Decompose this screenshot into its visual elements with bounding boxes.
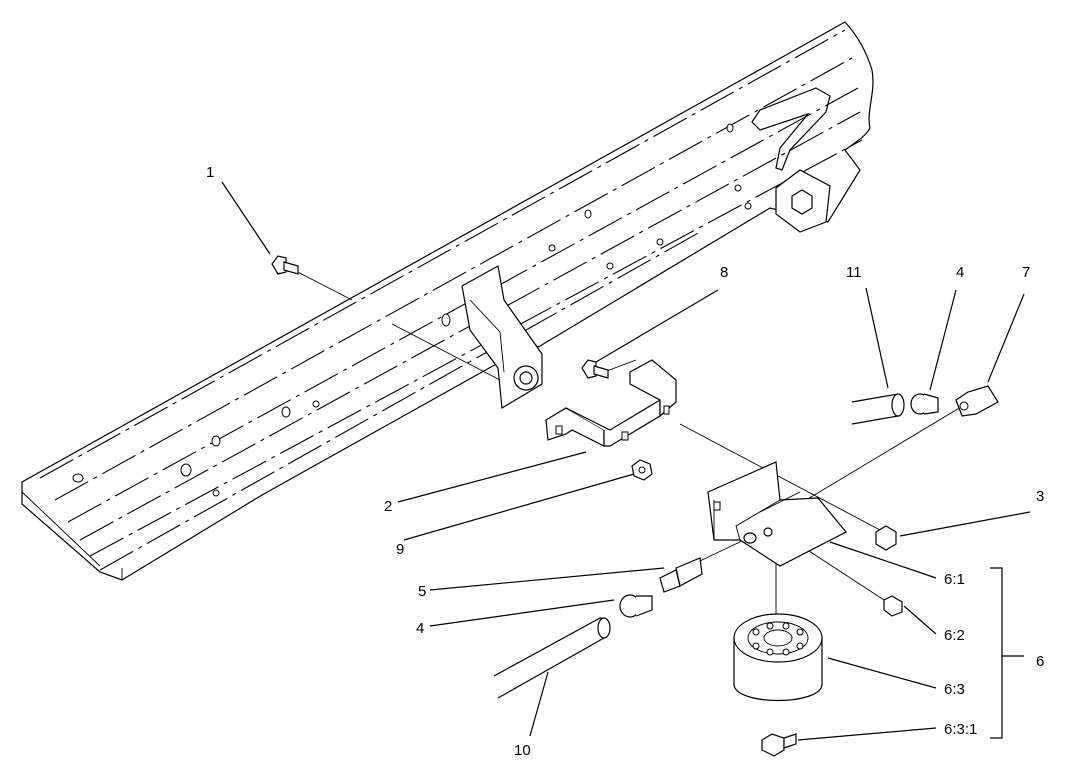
adapter-part-5 bbox=[659, 557, 703, 593]
assembly-lines bbox=[289, 267, 967, 618]
u-bracket-part-2 bbox=[545, 359, 677, 447]
hose-part-10 bbox=[493, 617, 611, 699]
callout-4-upper: 4 bbox=[956, 264, 964, 281]
callout-3: 3 bbox=[1036, 488, 1044, 505]
callout-labels: 1 2 3 4 4 5 6 6:1 6:2 6:3 6:3:1 7 8 9 10… bbox=[206, 164, 1044, 759]
callout-7: 7 bbox=[1022, 264, 1030, 281]
bolt-part-8 bbox=[581, 359, 609, 379]
plug-part-6-2 bbox=[883, 595, 903, 617]
leader-lines bbox=[221, 181, 1031, 741]
callout-1: 1 bbox=[206, 164, 214, 181]
callout-6-3-1: 6:3:1 bbox=[944, 721, 977, 738]
callout-6: 6 bbox=[1036, 653, 1044, 670]
filter-head-part-6-1 bbox=[707, 461, 847, 567]
nut-part-9 bbox=[631, 459, 653, 481]
callout-5: 5 bbox=[418, 583, 426, 600]
callout-6-3: 6:3 bbox=[944, 681, 965, 698]
clamp-part-4-lower bbox=[619, 594, 653, 618]
bolt-part-1 bbox=[271, 255, 299, 275]
clamp-part-4-upper bbox=[910, 393, 939, 415]
callout-9: 9 bbox=[396, 541, 404, 558]
callout-6-2: 6:2 bbox=[944, 627, 965, 644]
callout-4-lower: 4 bbox=[416, 620, 424, 637]
callout-11: 11 bbox=[846, 264, 862, 281]
callout-8: 8 bbox=[720, 264, 728, 281]
hose-part-11 bbox=[851, 393, 905, 425]
callout-10: 10 bbox=[514, 742, 531, 759]
frame-rail bbox=[21, 21, 874, 581]
filter-canister-part-6-3 bbox=[733, 613, 823, 702]
fitting-part-7 bbox=[955, 385, 999, 417]
nut-part-3 bbox=[875, 525, 897, 551]
callout-2: 2 bbox=[384, 498, 392, 515]
callout-6-1: 6:1 bbox=[944, 571, 965, 588]
drain-valve-part-6-3-1 bbox=[761, 733, 797, 757]
